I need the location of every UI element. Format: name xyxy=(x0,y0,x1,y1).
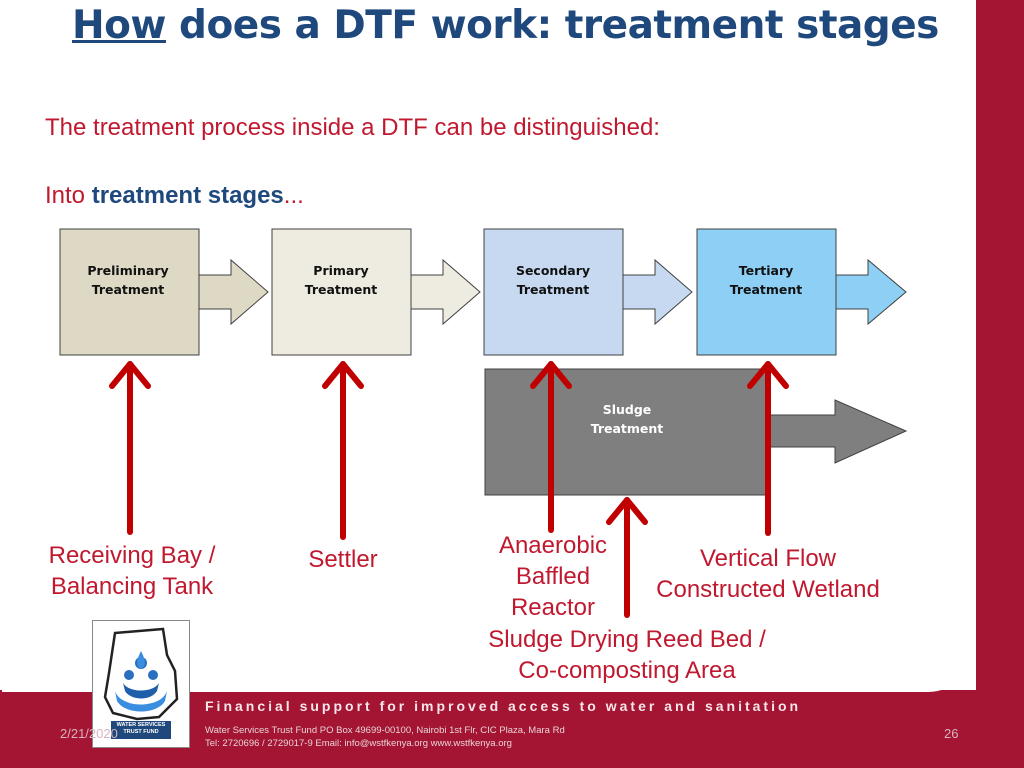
intro-emphasis: treatment stages xyxy=(91,182,284,209)
tech-receiving-bay: Receiving Bay / Balancing Tank xyxy=(40,540,224,602)
stage-preliminary-label-1: Preliminary xyxy=(87,263,168,278)
stage-tertiary-box xyxy=(696,228,837,356)
stage-tertiary-arrow xyxy=(835,258,907,326)
stage-sludge-label-1: Sludge xyxy=(603,402,652,417)
stage-primary-label-2: Treatment xyxy=(305,282,378,297)
tech-wetland-line-1: Vertical Flow xyxy=(699,545,837,572)
stage-tertiary-label-1: Tertiary xyxy=(739,263,794,278)
tech-abr-line-3: Reactor xyxy=(510,594,596,621)
stage-preliminary-box xyxy=(59,228,200,356)
tech-receiving-line-1: Receiving Bay / xyxy=(48,542,216,569)
red-arrow-receiving xyxy=(109,361,151,535)
title-underlined-word: How xyxy=(72,3,166,48)
footer-address-line-2: Tel: 2720696 / 2729017-9 Email: info@wst… xyxy=(205,738,512,749)
intro-suffix: ... xyxy=(283,182,304,209)
stage-primary: Primary Treatment xyxy=(271,228,481,356)
tech-wetland: Vertical Flow Constructed Wetland xyxy=(645,543,891,605)
stage-secondary: Secondary Treatment xyxy=(483,228,693,356)
tech-abr: Anaerobic Baffled Reactor xyxy=(488,530,618,623)
stage-secondary-arrow xyxy=(622,258,693,326)
footer-address-line-1: Water Services Trust Fund PO Box 49699-0… xyxy=(205,725,565,736)
tech-reedbed-line-2: Co-composting Area xyxy=(518,657,736,684)
frame-right-band xyxy=(976,0,1024,768)
intro-prefix: Into xyxy=(45,182,92,209)
title-rest: does a DTF work: treatment stages xyxy=(165,3,939,48)
stage-primary-arrow xyxy=(410,258,481,326)
tech-reedbed: Sludge Drying Reed Bed / Co-composting A… xyxy=(472,624,782,686)
stage-sludge-arrow xyxy=(769,399,908,464)
intro-line-1: The treatment process inside a DTF can b… xyxy=(45,114,660,141)
footer-address: Water Services Trust Fund PO Box 49699-0… xyxy=(205,724,565,750)
stage-tertiary-label-2: Treatment xyxy=(730,282,803,297)
stage-primary-label-1: Primary xyxy=(313,263,368,278)
red-arrow-wetland xyxy=(747,361,789,536)
stage-sludge: Sludge Treatment xyxy=(484,368,908,496)
red-arrow-settler xyxy=(322,361,364,540)
stage-sludge-box xyxy=(484,368,771,496)
footer-tagline: Financial support for improved access to… xyxy=(205,698,802,714)
stage-preliminary-arrow xyxy=(198,258,269,326)
logo-text: WATER SERVICES TRUST FUND xyxy=(116,722,166,735)
tech-wetland-line-2: Constructed Wetland xyxy=(656,576,880,603)
wstf-logo: WATER SERVICES TRUST FUND xyxy=(92,620,190,748)
page-number: 26 xyxy=(944,726,959,741)
stage-tertiary: Tertiary Treatment xyxy=(696,228,907,356)
tech-settler-line-1: Settler xyxy=(308,546,378,573)
tech-abr-line-1: Anaerobic xyxy=(498,532,608,559)
stage-preliminary-label-2: Treatment xyxy=(92,282,165,297)
page-title: How does a DTF work: treatment stages xyxy=(72,3,939,48)
tech-settler: Settler xyxy=(293,544,393,575)
stage-sludge-label-2: Treatment xyxy=(591,421,664,436)
stage-preliminary: Preliminary Treatment xyxy=(59,228,269,356)
tech-abr-line-2: Baffled xyxy=(515,563,591,590)
red-arrow-reedbed xyxy=(606,497,648,618)
tech-reedbed-line-1: Sludge Drying Reed Bed / xyxy=(488,626,766,653)
stage-secondary-box xyxy=(483,228,624,356)
wstf-logo-icon xyxy=(103,627,179,739)
tech-receiving-line-2: Balancing Tank xyxy=(50,573,214,600)
slide-date: 2/21/2020 xyxy=(60,726,118,741)
stage-secondary-label-2: Treatment xyxy=(517,282,590,297)
red-arrow-abr xyxy=(530,361,572,533)
stage-secondary-label-1: Secondary xyxy=(516,263,590,278)
intro-line-2: Into treatment stages... xyxy=(45,182,304,210)
